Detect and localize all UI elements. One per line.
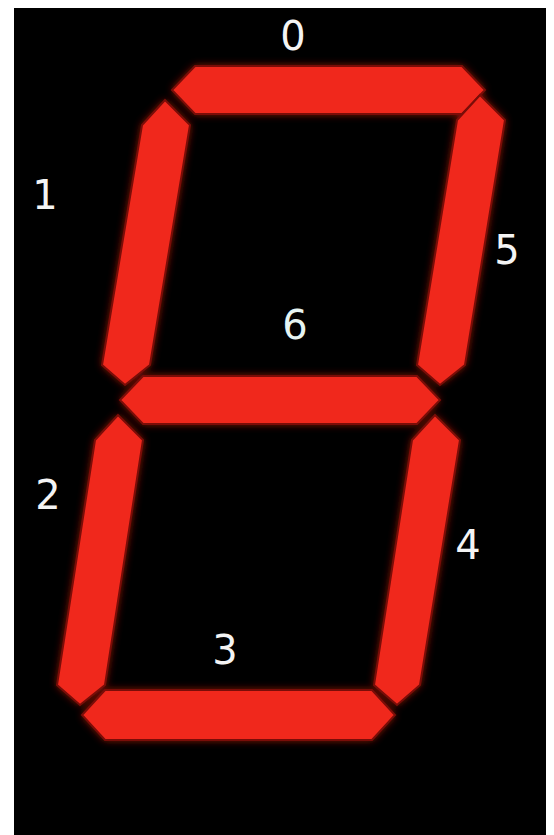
segment-number: 4 xyxy=(455,525,480,565)
segment-number: 1 xyxy=(32,175,57,215)
segment-bar xyxy=(172,66,485,114)
segment-bar xyxy=(417,95,505,385)
segment-bar xyxy=(120,376,440,424)
segment-number: 0 xyxy=(280,16,305,56)
display-background xyxy=(14,8,546,835)
segment-bar xyxy=(102,100,190,385)
segment-bar xyxy=(374,415,460,705)
segment-number: 5 xyxy=(494,230,519,270)
segment-bar xyxy=(57,415,143,705)
segment-number: 2 xyxy=(35,475,60,515)
segment-bar xyxy=(82,690,395,740)
segments xyxy=(57,66,505,740)
segment-number: 3 xyxy=(212,630,237,670)
segment-glow xyxy=(57,66,505,740)
segment-number: 6 xyxy=(282,305,307,345)
